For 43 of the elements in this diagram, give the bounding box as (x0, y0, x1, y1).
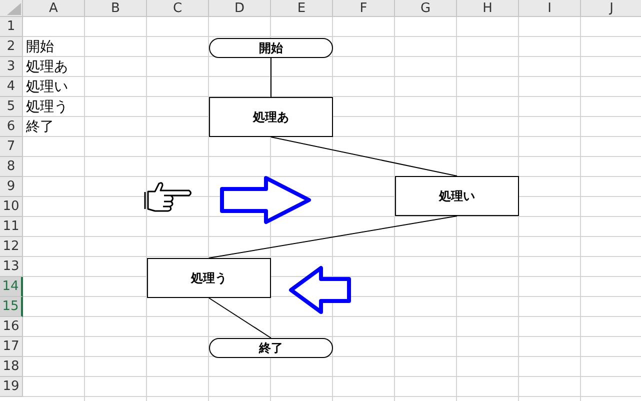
row-header: 13 (0, 257, 23, 277)
column-header: I (519, 0, 581, 17)
column-header: G (395, 0, 457, 17)
row-header: 14 (0, 277, 23, 297)
process-box: 処理い (395, 176, 519, 216)
connector-line (208, 216, 458, 258)
row-header: 10 (0, 197, 23, 217)
row-header: 3 (0, 57, 23, 77)
row-header: 11 (0, 217, 23, 237)
row-header: 1 (0, 17, 23, 37)
entry-text: 開始 (26, 38, 54, 56)
process-box: 処理う (147, 258, 271, 298)
row-header: 6 (0, 117, 23, 137)
row-header: 19 (0, 377, 23, 397)
entry-text: 終了 (26, 118, 54, 136)
row-header: 8 (0, 157, 23, 177)
row-header: 17 (0, 337, 23, 357)
terminator-shape: 終了 (209, 338, 333, 358)
column-header: J (581, 0, 641, 17)
row-header: 4 (0, 77, 23, 97)
entry-text: 処理あ (26, 58, 68, 76)
row-header: 15 (0, 297, 23, 317)
column-header: H (457, 0, 519, 17)
row-header: 7 (0, 137, 23, 157)
row-header: 16 (0, 317, 23, 337)
row-header: 9 (0, 177, 23, 197)
column-header: D (209, 0, 271, 17)
connector-line (208, 298, 272, 338)
row-header: 18 (0, 357, 23, 377)
column-header: E (271, 0, 333, 17)
entry-text: 処理い (26, 78, 68, 96)
column-header: F (333, 0, 395, 17)
connector-line (270, 58, 272, 98)
column-header: A (23, 0, 85, 17)
entry-text: 処理う (26, 98, 68, 116)
process-box: 処理あ (209, 97, 333, 137)
row-header: 2 (0, 37, 23, 57)
row-header: 12 (0, 237, 23, 257)
row-header: 5 (0, 97, 23, 117)
connector-line (270, 136, 458, 176)
column-header: B (85, 0, 147, 17)
terminator-shape: 開始 (209, 38, 333, 58)
column-header: C (147, 0, 209, 17)
